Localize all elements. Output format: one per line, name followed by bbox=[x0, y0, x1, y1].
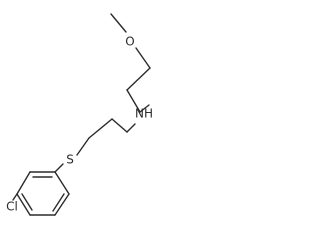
bond-c4-c5 bbox=[111, 118, 128, 133]
bond-nitrogen-c4 bbox=[126, 123, 136, 133]
bond-c5-sulfur bbox=[76, 137, 90, 156]
bond-sulfur-ring bbox=[54, 163, 64, 173]
nitrogen-atom-label: NH bbox=[135, 107, 153, 121]
chemical-structure-diagram: O NH S Cl bbox=[6, 13, 153, 216]
sulfur-atom-label: S bbox=[66, 153, 74, 167]
bond-c2-c3 bbox=[126, 89, 141, 113]
oxygen-atom-label: O bbox=[125, 35, 134, 49]
bond-oxygen-c1 bbox=[135, 47, 151, 69]
bond-c1-c2 bbox=[126, 67, 151, 91]
bond-c3-nitrogen bbox=[139, 104, 150, 113]
bond-c4-c5b bbox=[88, 118, 113, 139]
bond-ring-chlorine bbox=[12, 193, 18, 201]
chlorine-atom-label: Cl bbox=[6, 200, 18, 214]
bond-methyl-oxygen bbox=[110, 13, 127, 33]
benzene-ring bbox=[16, 171, 70, 216]
